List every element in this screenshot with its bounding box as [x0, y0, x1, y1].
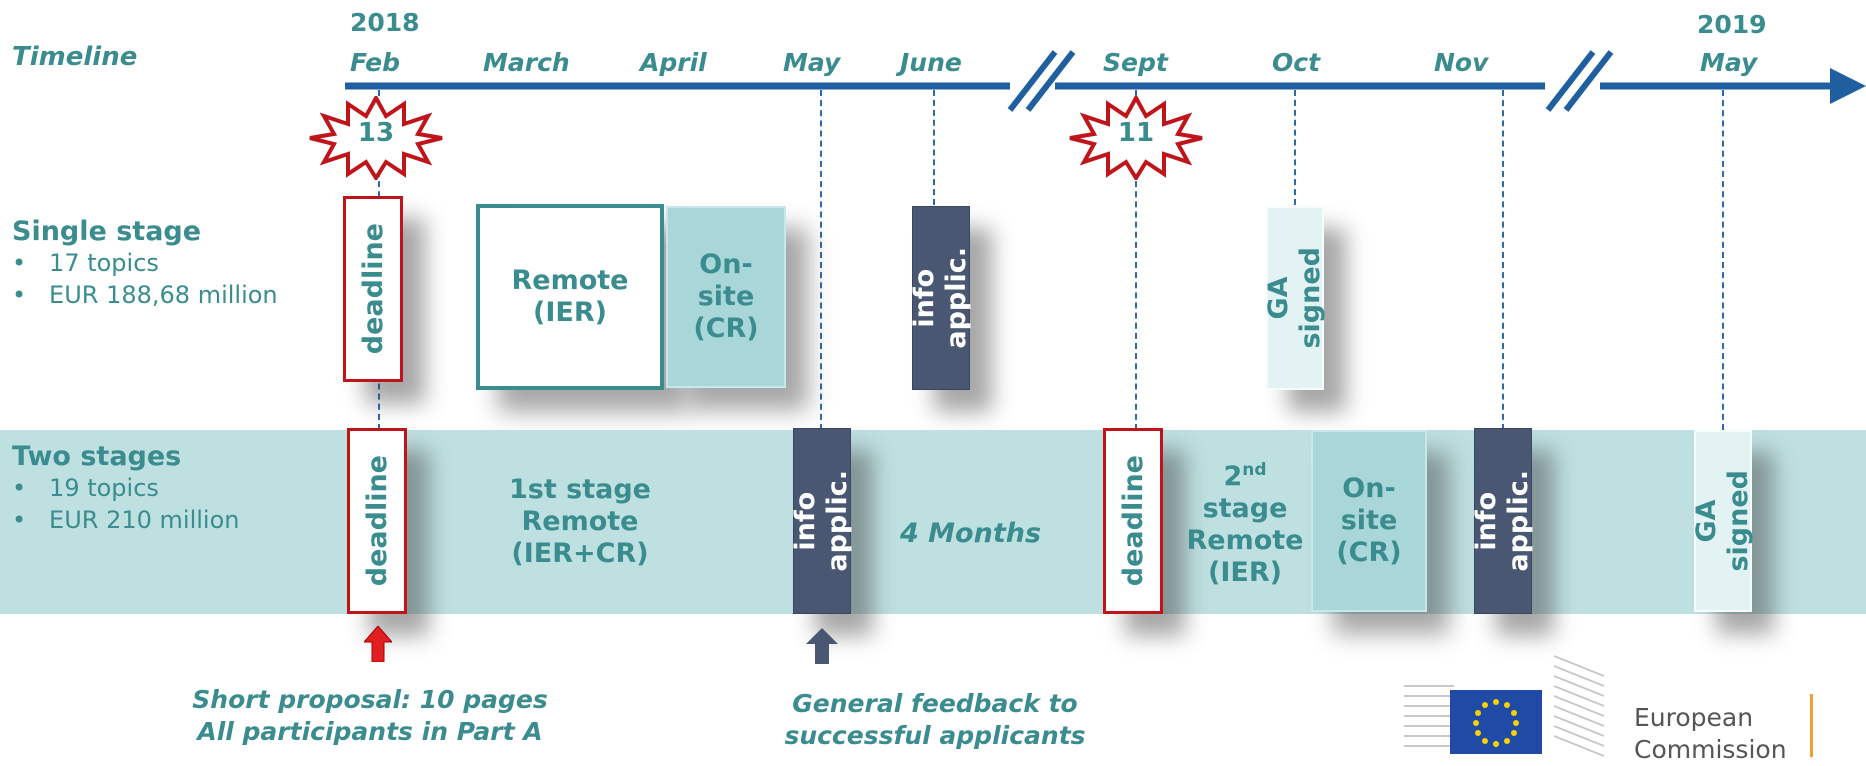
single-onsite-box: On- site (CR)	[666, 206, 786, 388]
single-remote-box: Remote (IER)	[476, 204, 664, 390]
second-stage-line2: stage	[1202, 493, 1288, 524]
two-deadline-2-label: deadline	[1117, 455, 1149, 587]
guide-sept	[1135, 90, 1137, 430]
single-deadline-label: deadline	[357, 223, 389, 355]
two-info-2-line2: applic.	[1503, 470, 1534, 572]
second-stage-line3: Remote	[1186, 525, 1304, 556]
first-stage-line3: (IER+CR)	[511, 538, 649, 569]
single-info-line1: info	[909, 268, 940, 328]
starburst-11-label: 11	[1117, 118, 1155, 148]
guide-may	[820, 90, 822, 430]
berlaymont-building-icon	[1404, 655, 1605, 757]
two-deadline-1-box: deadline	[347, 428, 407, 614]
four-months-label: 4 Months	[900, 518, 1042, 549]
single-stage-budget: EUR 188,68 million	[49, 281, 278, 309]
second-stage-num: 2	[1223, 461, 1243, 492]
single-stage-bullet-2: • EUR 188,68 million	[12, 281, 278, 309]
feedback-line2: successful applicants	[784, 721, 1086, 750]
month-may-2018: May	[783, 48, 841, 77]
eu-flag-icon	[1450, 690, 1542, 754]
starburst-11-icon: 11	[1068, 93, 1204, 182]
two-info-2-line1: info	[1471, 491, 1502, 551]
guide-oct	[1294, 90, 1296, 205]
feedback-line1: General feedback to	[792, 689, 1078, 718]
two-onsite-line2: site	[1340, 505, 1398, 536]
two-stages-title: Two stages	[12, 441, 182, 472]
year-start: 2018	[350, 8, 420, 37]
single-remote-line2: (IER)	[533, 297, 607, 328]
european-commission-logo: European Commission	[1404, 646, 1866, 764]
guide-may-2019	[1722, 90, 1724, 430]
red-up-arrow-icon	[364, 626, 392, 662]
two-onsite-line3: (CR)	[1336, 537, 1402, 568]
month-june: June	[900, 48, 962, 77]
month-march: March	[483, 48, 570, 77]
short-proposal-line2: All participants in Part A	[197, 717, 543, 746]
two-deadline-1-label: deadline	[361, 455, 393, 587]
two-onsite-box: On- site (CR)	[1311, 430, 1427, 612]
single-stage-bullet-1: • 17 topics	[12, 249, 159, 277]
single-ga-line1: GA	[1263, 276, 1294, 320]
month-april: April	[640, 48, 707, 77]
month-sept: Sept	[1103, 48, 1168, 77]
two-info-1-line2: applic.	[822, 470, 853, 572]
two-stages-bullet-2: • EUR 210 million	[12, 506, 240, 534]
two-ga-line2: signed	[1723, 470, 1754, 572]
guide-june	[933, 90, 935, 205]
two-stages-topics: 19 topics	[49, 474, 159, 502]
month-feb: Feb	[350, 48, 400, 77]
logo-accent-bar	[1810, 694, 1813, 757]
axis-arrow-icon	[1830, 68, 1866, 104]
month-may-2019: May	[1700, 48, 1758, 77]
month-oct: Oct	[1272, 48, 1321, 77]
two-ga-line1: GA	[1691, 499, 1722, 543]
short-proposal-note: Short proposal: 10 pages All participant…	[150, 684, 590, 748]
single-remote-line1: Remote	[511, 265, 629, 296]
single-ga-line2: signed	[1295, 247, 1326, 349]
single-onsite-line3: (CR)	[693, 313, 759, 344]
single-deadline-box: deadline	[343, 196, 403, 382]
feedback-note: General feedback to successful applicant…	[740, 688, 1130, 752]
second-stage-sup: nd	[1242, 460, 1267, 480]
second-stage-line4: (IER)	[1208, 557, 1282, 588]
timeline-axis	[345, 50, 1866, 112]
two-info-1-line1: info	[790, 491, 821, 551]
two-stages-budget: EUR 210 million	[49, 506, 240, 534]
two-stages-band	[0, 430, 1866, 614]
navy-up-arrow-icon	[806, 628, 838, 664]
first-stage-label: 1st stage Remote (IER+CR)	[460, 474, 700, 570]
two-stages-bullet-1: • 19 topics	[12, 474, 159, 502]
month-nov: Nov	[1434, 48, 1489, 77]
logo-line2: Commission	[1634, 735, 1787, 764]
guide-nov	[1502, 90, 1504, 430]
first-stage-line1: 1st stage	[508, 474, 651, 505]
two-deadline-2-box: deadline	[1103, 428, 1163, 614]
single-onsite-line2: site	[697, 281, 755, 312]
short-proposal-line1: Short proposal: 10 pages	[192, 685, 548, 714]
starburst-13-icon: 13	[308, 93, 444, 182]
single-stage-topics: 17 topics	[49, 249, 159, 277]
first-stage-line2: Remote	[521, 506, 639, 537]
single-stage-title: Single stage	[12, 216, 202, 247]
single-info-line2: applic.	[941, 247, 972, 349]
timeline-label: Timeline	[12, 42, 138, 72]
single-onsite-line1: On-	[699, 249, 753, 280]
second-stage-line1: 2nd	[1175, 454, 1315, 493]
two-onsite-line1: On-	[1342, 473, 1396, 504]
starburst-13-label: 13	[357, 118, 395, 148]
year-end: 2019	[1697, 10, 1767, 39]
second-stage-label: 2nd stage Remote (IER)	[1175, 454, 1315, 589]
logo-text: European Commission	[1634, 702, 1787, 766]
logo-line1: European	[1634, 703, 1754, 732]
